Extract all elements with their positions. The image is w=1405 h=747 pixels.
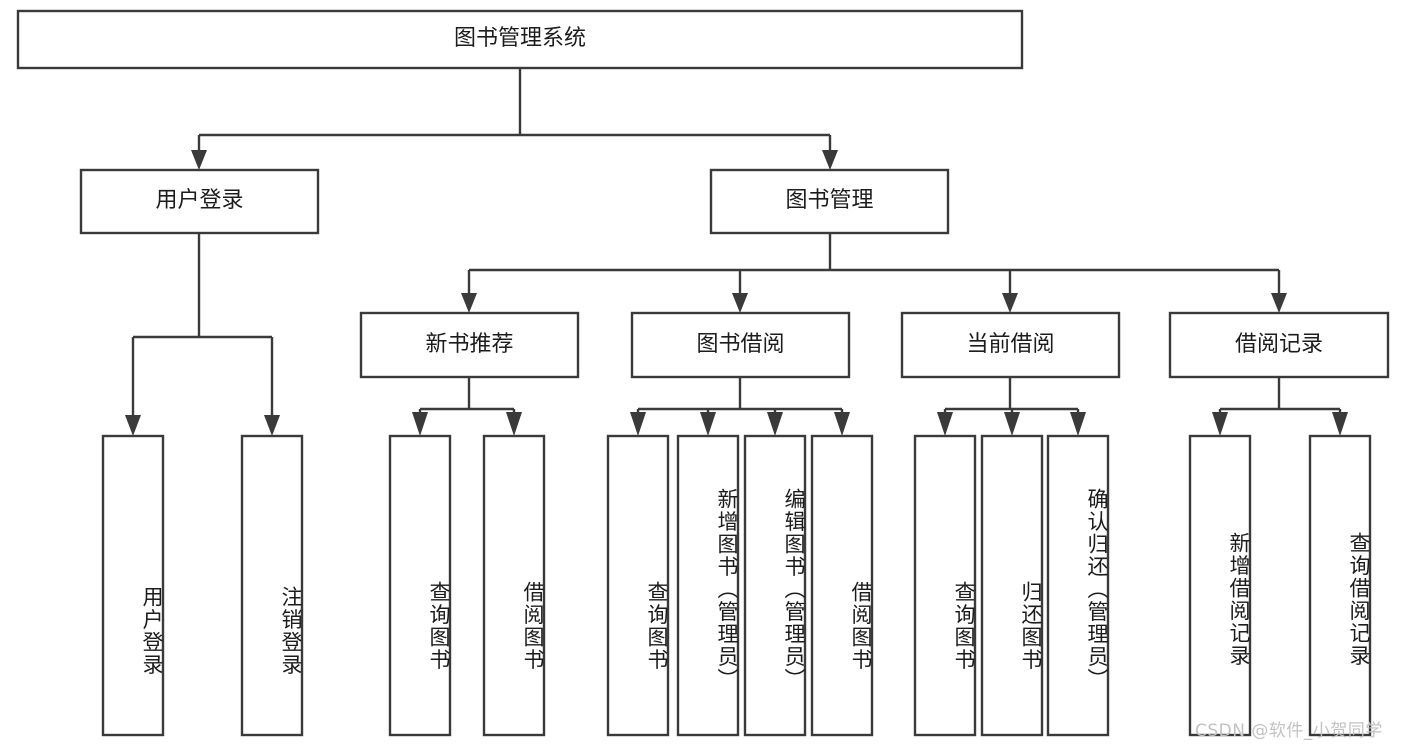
- arrowhead-leaf-query-book-2: [630, 412, 646, 436]
- arrowhead-book-borrow: [732, 293, 748, 313]
- node-box-leaf-borrow-book-1[interactable]: [482, 434, 546, 737]
- arrowhead-leaf-query-book-3: [937, 412, 953, 436]
- arrowhead-leaf-query-book-1: [412, 412, 428, 436]
- connector-group-borrow-record: [1212, 377, 1348, 436]
- node-box-user-login[interactable]: [79, 168, 320, 235]
- connector-group-book-manage: [461, 233, 1287, 313]
- arrowhead-book-manage: [822, 150, 838, 170]
- node-box-leaf-logout[interactable]: [240, 434, 304, 737]
- arrowhead-leaf-add-book: [700, 412, 716, 436]
- connector-group-current-borrow: [937, 377, 1086, 436]
- csdn-watermark: CSDN @软件_小贺同学: [1195, 721, 1383, 741]
- node-box-root[interactable]: [16, 9, 1024, 70]
- arrowhead-current-borrow: [1002, 293, 1018, 313]
- arrowhead-leaf-return-book: [1004, 412, 1020, 436]
- node-box-leaf-query-record[interactable]: [1308, 434, 1372, 737]
- node-box-leaf-edit-book[interactable]: [743, 434, 807, 737]
- node-box-borrow-record[interactable]: [1168, 311, 1390, 379]
- node-box-leaf-add-record[interactable]: [1188, 434, 1252, 737]
- arrowhead-leaf-edit-book: [767, 412, 783, 436]
- node-box-leaf-query-book-2[interactable]: [606, 434, 670, 737]
- arrowhead-user-login: [191, 150, 207, 170]
- node-box-book-borrow[interactable]: [630, 311, 851, 379]
- connector-group-new-book-rec: [412, 377, 522, 436]
- arrowhead-leaf-add-record: [1212, 412, 1228, 436]
- arrowhead-borrow-record: [1271, 293, 1287, 313]
- node-box-leaf-user-login[interactable]: [101, 434, 165, 737]
- node-box-leaf-query-book-1[interactable]: [388, 434, 452, 737]
- node-box-leaf-add-book[interactable]: [676, 434, 740, 737]
- arrowhead-leaf-borrow-book-1: [506, 412, 522, 436]
- arrowhead-leaf-user-login: [125, 415, 141, 436]
- node-box-book-manage[interactable]: [709, 168, 950, 235]
- node-box-leaf-borrow-book-2[interactable]: [810, 434, 874, 737]
- node-box-current-borrow[interactable]: [900, 311, 1121, 379]
- arrowhead-leaf-confirm-return: [1070, 412, 1086, 436]
- node-box-leaf-confirm-return[interactable]: [1046, 434, 1110, 737]
- connector-group-root: [191, 68, 838, 170]
- node-box-leaf-query-book-3[interactable]: [913, 434, 977, 737]
- arrowhead-leaf-query-record: [1332, 412, 1348, 436]
- node-box-leaf-return-book[interactable]: [980, 434, 1044, 737]
- arrowhead-leaf-borrow-book-2: [834, 412, 850, 436]
- arrowhead-new-book-rec: [461, 293, 477, 313]
- arrowhead-leaf-logout: [264, 415, 280, 436]
- connector-group-book-borrow: [630, 377, 850, 436]
- connector-group-user-login: [125, 233, 280, 436]
- node-box-new-book-rec[interactable]: [359, 311, 580, 379]
